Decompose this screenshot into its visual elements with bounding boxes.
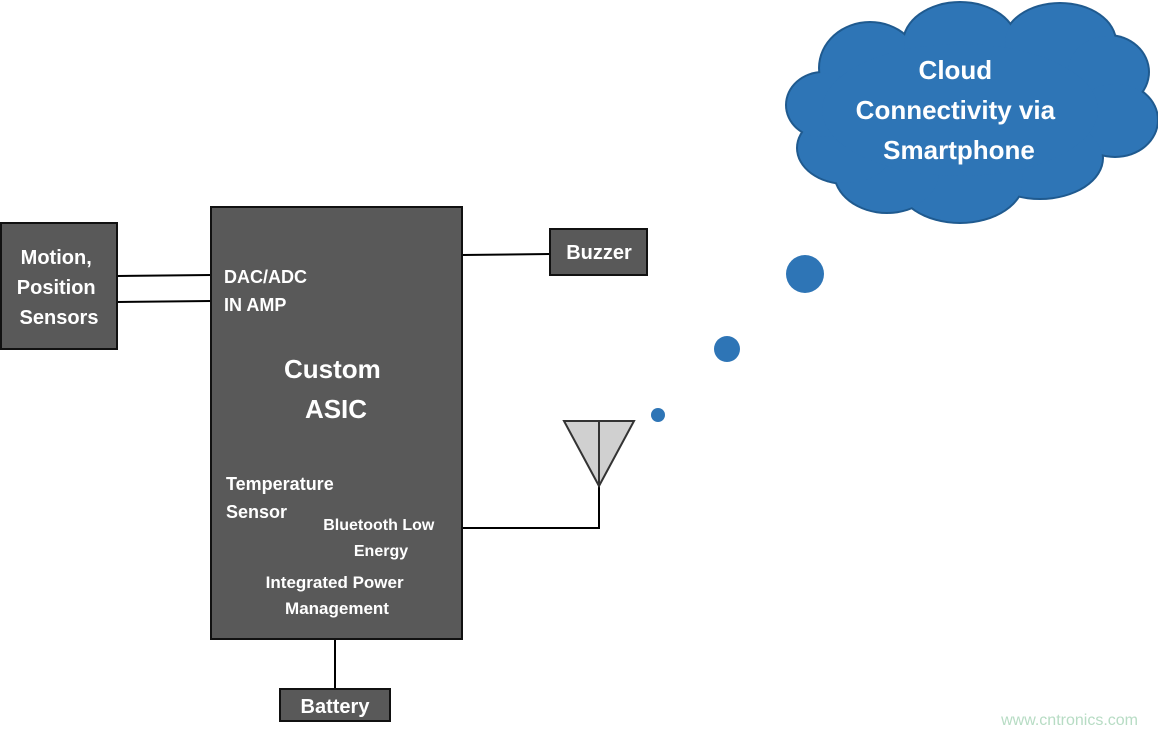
bluetooth-label: Bluetooth Low Energy xyxy=(323,517,439,560)
buzzer-box-frame xyxy=(549,228,648,276)
asic-title: Custom ASIC xyxy=(284,354,388,424)
cloud-fill xyxy=(787,3,1157,222)
sensors-line-2: Position xyxy=(17,277,96,299)
sensors-line-3: Sensors xyxy=(20,307,99,329)
thought-bubble-dots xyxy=(651,255,824,422)
asic-to-buzzer-line xyxy=(461,253,551,256)
thought-dot-medium xyxy=(714,336,740,362)
asic-box-frame xyxy=(210,206,463,640)
sensors-box-frame xyxy=(0,222,118,350)
asic-box: DAC/ADC IN AMP Custom ASIC Temperature S… xyxy=(210,206,463,640)
sensor-to-asic-line-bottom xyxy=(116,300,212,303)
temperature-line-1: Temperature xyxy=(226,474,334,494)
dac-adc-line-2: IN AMP xyxy=(224,295,286,315)
sensors-box-label: Motion, Position Sensors xyxy=(17,247,101,329)
battery-box-frame xyxy=(279,688,391,722)
dac-adc-line-1: DAC/ADC xyxy=(224,267,307,287)
cloud-line-3: Smartphone xyxy=(883,135,1035,165)
temperature-sensor-label: Temperature Sensor xyxy=(226,474,339,522)
buzzer-box: Buzzer xyxy=(549,228,648,276)
bluetooth-line-1: Bluetooth Low xyxy=(323,517,435,534)
bluetooth-line-2: Energy xyxy=(354,543,408,560)
buzzer-label: Buzzer xyxy=(566,242,632,264)
thought-dot-small xyxy=(651,408,665,422)
asic-title-line-1: Custom xyxy=(284,354,381,384)
cloud-shape: Cloud Connectivity via Smartphone xyxy=(785,1,1158,224)
power-line-1: Integrated Power xyxy=(266,573,404,592)
power-management-label: Integrated Power Management xyxy=(266,573,409,618)
asic-to-antenna-line xyxy=(462,486,600,529)
cloud-label: Cloud Connectivity via Smartphone xyxy=(856,55,1063,165)
watermark: www.cntronics.com xyxy=(1000,712,1138,729)
sensor-to-asic-line-top xyxy=(116,274,212,277)
cloud-line-2: Connectivity via xyxy=(856,95,1056,125)
thought-dot-large xyxy=(786,255,824,293)
cloud-line-1: Cloud xyxy=(919,55,993,85)
battery-box: Battery xyxy=(279,688,391,722)
asic-title-line-2: ASIC xyxy=(305,394,367,424)
battery-label: Battery xyxy=(301,696,371,718)
power-line-2: Management xyxy=(285,599,389,618)
connection-lines xyxy=(116,253,600,689)
dac-adc-label: DAC/ADC IN AMP xyxy=(224,267,312,315)
antenna-icon xyxy=(562,420,636,489)
sensors-line-1: Motion, xyxy=(21,247,92,269)
sensors-box: Motion, Position Sensors xyxy=(0,222,118,350)
temperature-line-2: Sensor xyxy=(226,502,287,522)
